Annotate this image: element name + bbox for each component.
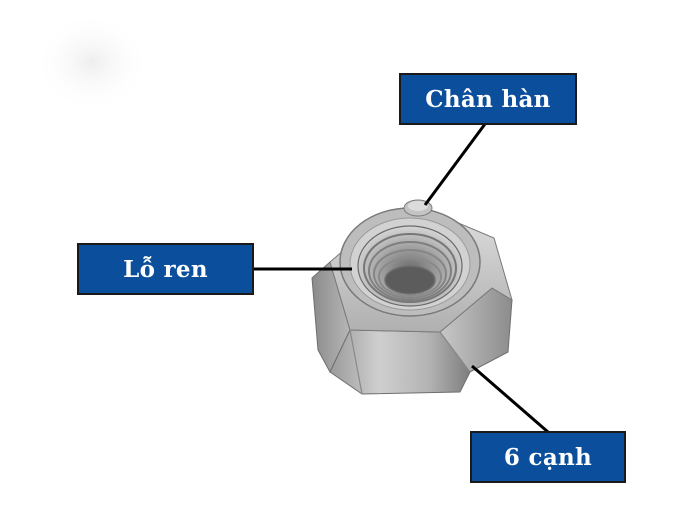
leader-line-weld	[423, 123, 487, 206]
label-thread-hole: Lỗ ren	[77, 243, 254, 295]
background-blur	[34, 12, 150, 112]
leader-line-hex	[471, 364, 549, 434]
label-hex-sides-text: 6 cạnh	[503, 443, 593, 471]
label-weld-projection: Chân hàn	[399, 73, 577, 125]
label-weld-projection-text: Chân hàn	[425, 85, 551, 113]
label-hex-sides: 6 cạnh	[470, 431, 626, 483]
thread-hole	[357, 225, 463, 307]
label-thread-hole-text: Lỗ ren	[123, 255, 208, 283]
